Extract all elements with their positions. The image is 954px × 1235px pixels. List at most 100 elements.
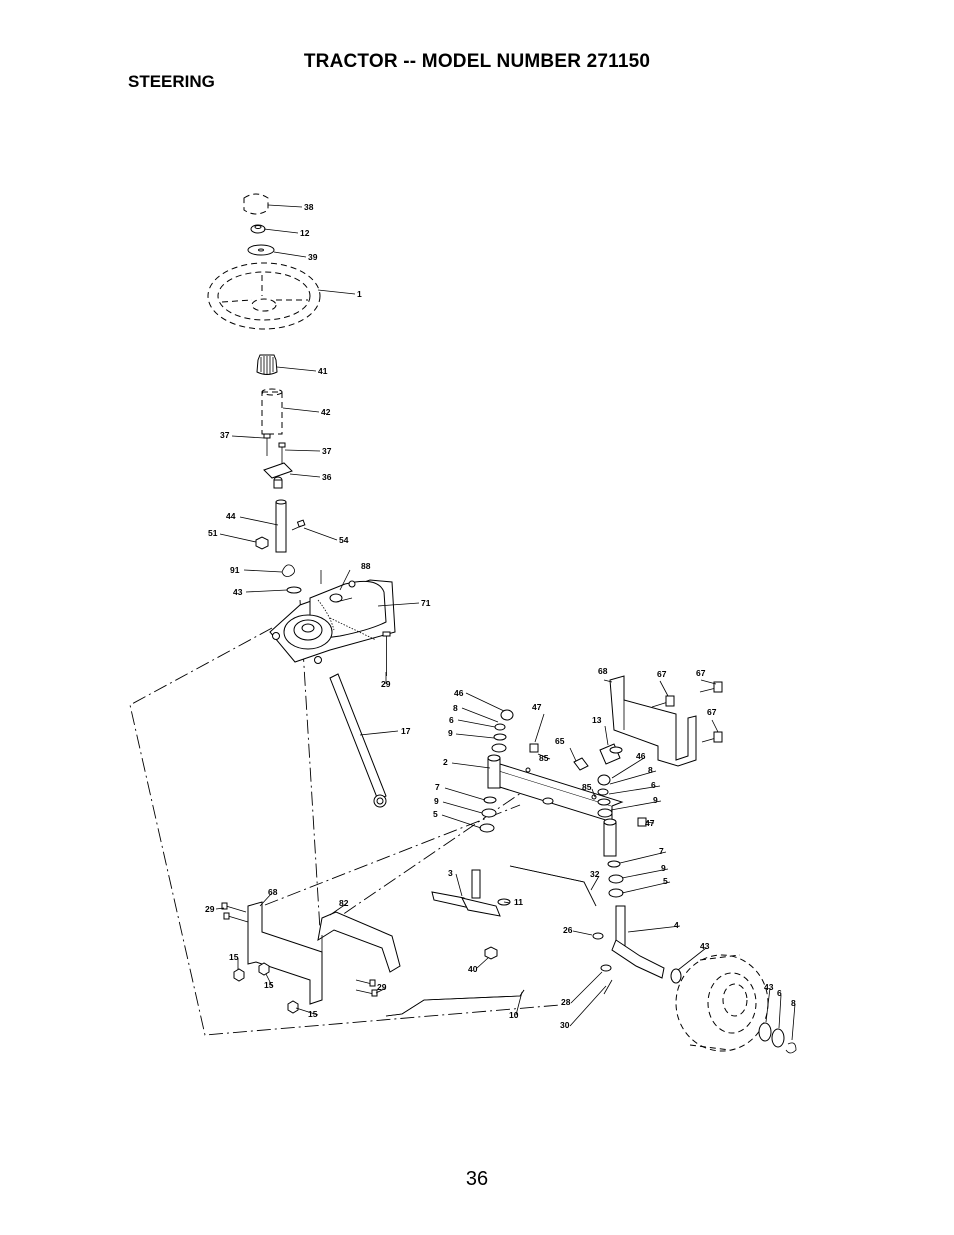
gear-bolt (382, 631, 391, 676)
wheel-clip (785, 1042, 797, 1054)
part-label-28: 28 (561, 997, 571, 1007)
bolt-left (263, 433, 271, 456)
pivot-pin (573, 757, 589, 771)
wheel-washer (771, 1028, 785, 1048)
assembly-boundary-line (129, 627, 561, 1036)
part-label-1: 1 (357, 289, 362, 299)
part-label-46: 46 (454, 688, 464, 698)
part-label-36: 36 (322, 472, 332, 482)
part-label-43: 43 (233, 587, 243, 597)
part-label-32: 32 (590, 869, 600, 879)
part-label-85: 85 (539, 753, 549, 763)
part-label-10: 10 (509, 1010, 519, 1020)
part-label-7: 7 (435, 782, 440, 792)
part-label-46: 46 (636, 751, 646, 761)
steering-cap (243, 193, 269, 215)
part-label-51: 51 (208, 528, 218, 538)
shaft-bolt (291, 519, 306, 531)
part-label-2: 2 (443, 757, 448, 767)
shaft-nut (255, 536, 269, 550)
zerk-left (525, 767, 531, 773)
tie-rod (509, 865, 597, 907)
left-spindle (431, 869, 501, 917)
assembly-link-line-2 (264, 804, 521, 906)
steering-shaft (275, 499, 287, 553)
steering-gear-housing (269, 570, 396, 664)
part-label-67: 67 (657, 669, 667, 679)
bracket-nuts (233, 962, 299, 1014)
grease-fitting-left (529, 743, 539, 753)
part-label-3: 3 (448, 868, 453, 878)
part-label-67: 67 (696, 668, 706, 678)
page-number: 36 (465, 1168, 489, 1190)
part-label-71: 71 (421, 598, 431, 608)
part-label-37: 37 (220, 430, 230, 440)
front-wheel (675, 954, 769, 1052)
part-label-13: 13 (592, 715, 602, 725)
part-label-43: 43 (764, 982, 774, 992)
part-label-37: 37 (322, 446, 332, 456)
part-label-85: 85 (582, 782, 592, 792)
part-label-6: 6 (449, 715, 454, 725)
part-label-6: 6 (651, 780, 656, 790)
section-title: STEERING (128, 72, 215, 91)
part-label-9: 9 (661, 863, 666, 873)
part-label-9: 9 (434, 796, 439, 806)
part-label-9: 9 (653, 795, 658, 805)
part-label-88: 88 (361, 561, 371, 571)
part-label-9: 9 (448, 728, 453, 738)
part-label-67: 67 (707, 707, 717, 717)
front-axle (487, 754, 624, 857)
part-label-38: 38 (304, 202, 314, 212)
drag-link (329, 673, 387, 808)
leader-lines (215, 204, 796, 1041)
part-label-30: 30 (560, 1020, 570, 1030)
part-label-7: 7 (659, 846, 664, 856)
axle-bracket-right (609, 675, 697, 767)
wheel-washer-inner (670, 968, 682, 984)
part-label-8: 8 (791, 998, 796, 1008)
part-label-5: 5 (663, 876, 668, 886)
zerk-right (591, 794, 597, 800)
part-label-91: 91 (230, 565, 240, 575)
part-label-29: 29 (381, 679, 391, 689)
bracket-bolt-2 (699, 681, 723, 693)
steering-adapter (256, 354, 278, 375)
part-label-26: 26 (563, 925, 573, 935)
bearing-flange (263, 462, 293, 489)
part-label-15: 15 (229, 952, 239, 962)
part-label-68: 68 (268, 887, 278, 897)
steering-washer (247, 244, 275, 256)
pivot-spacer (599, 743, 623, 765)
part-label-47: 47 (645, 818, 655, 828)
steering-sleeve (261, 388, 283, 435)
part-label-42: 42 (321, 407, 331, 417)
right-spindle-washers (597, 774, 624, 898)
frame-bracket-68 (247, 901, 323, 1005)
part-label-82: 82 (339, 898, 349, 908)
part-label-41: 41 (318, 366, 328, 376)
part-label-8: 8 (648, 765, 653, 775)
part-label-11: 11 (514, 897, 523, 907)
part-label-44: 44 (226, 511, 236, 521)
spindle-nut (484, 946, 498, 960)
bracket-bolt-1 (651, 695, 675, 708)
part-label-4: 4 (674, 920, 679, 930)
left-spindle-washers (479, 709, 514, 833)
gear-washer (286, 586, 302, 594)
part-label-65: 65 (555, 736, 565, 746)
part-label-8: 8 (453, 703, 458, 713)
part-label-40: 40 (468, 964, 478, 974)
spring-clip (281, 564, 295, 577)
part-label-17: 17 (401, 726, 411, 736)
page-title: TRACTOR -- MODEL NUMBER 271150 (303, 51, 651, 72)
part-label-39: 39 (308, 252, 318, 262)
part-label-5: 5 (433, 809, 438, 819)
bracket-bolt-3 (701, 731, 723, 743)
steering-wheel (207, 262, 321, 330)
part-label-47: 47 (532, 702, 542, 712)
part-label-12: 12 (300, 228, 310, 238)
part-label-29: 29 (205, 904, 215, 914)
